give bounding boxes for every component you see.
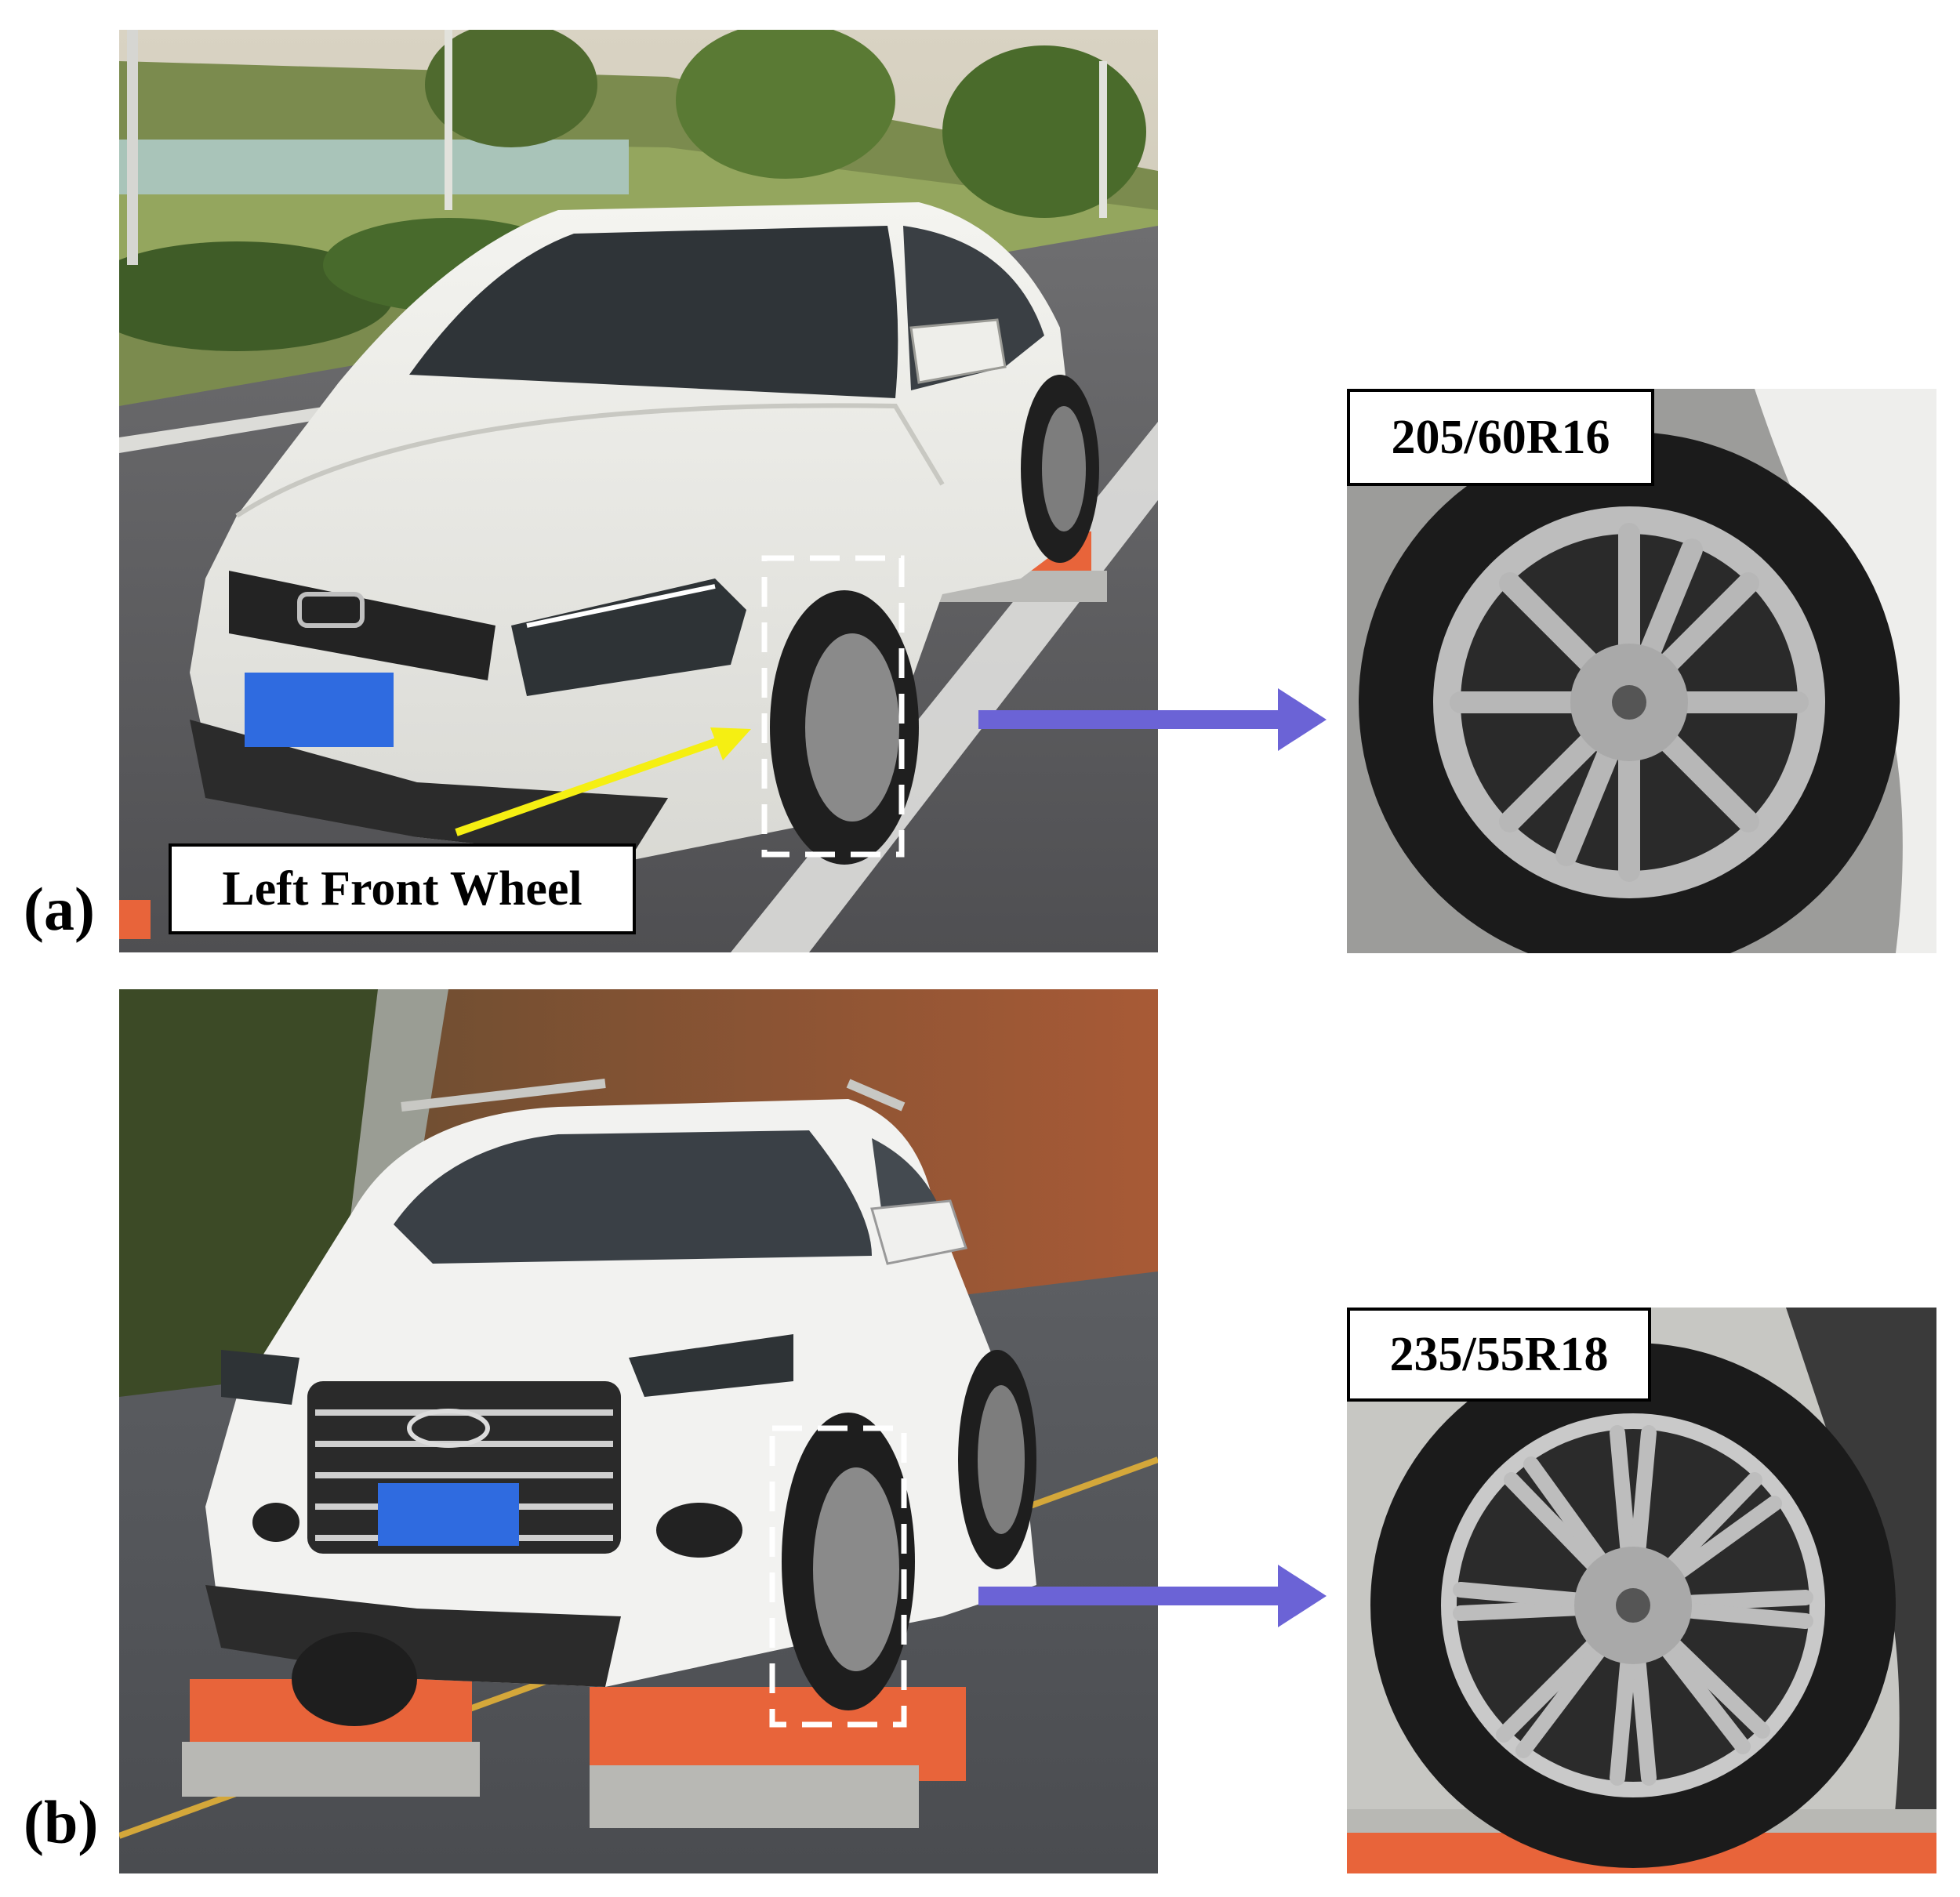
panel-label-a: (a) bbox=[24, 875, 95, 943]
suv-photo bbox=[119, 989, 1158, 1873]
link-arrow-a-head bbox=[1278, 688, 1327, 751]
tire-closeup-b bbox=[1347, 1308, 1936, 1873]
left-front-wheel-label: Left Front Wheel bbox=[169, 843, 636, 934]
panel-label-b: (b) bbox=[24, 1788, 99, 1856]
tire-size-label-a: 205/60R16 bbox=[1347, 389, 1654, 486]
sedan-photo bbox=[119, 30, 1158, 952]
tire-size-label-b: 235/55R18 bbox=[1347, 1308, 1651, 1402]
link-arrow-b-head bbox=[1278, 1565, 1327, 1627]
